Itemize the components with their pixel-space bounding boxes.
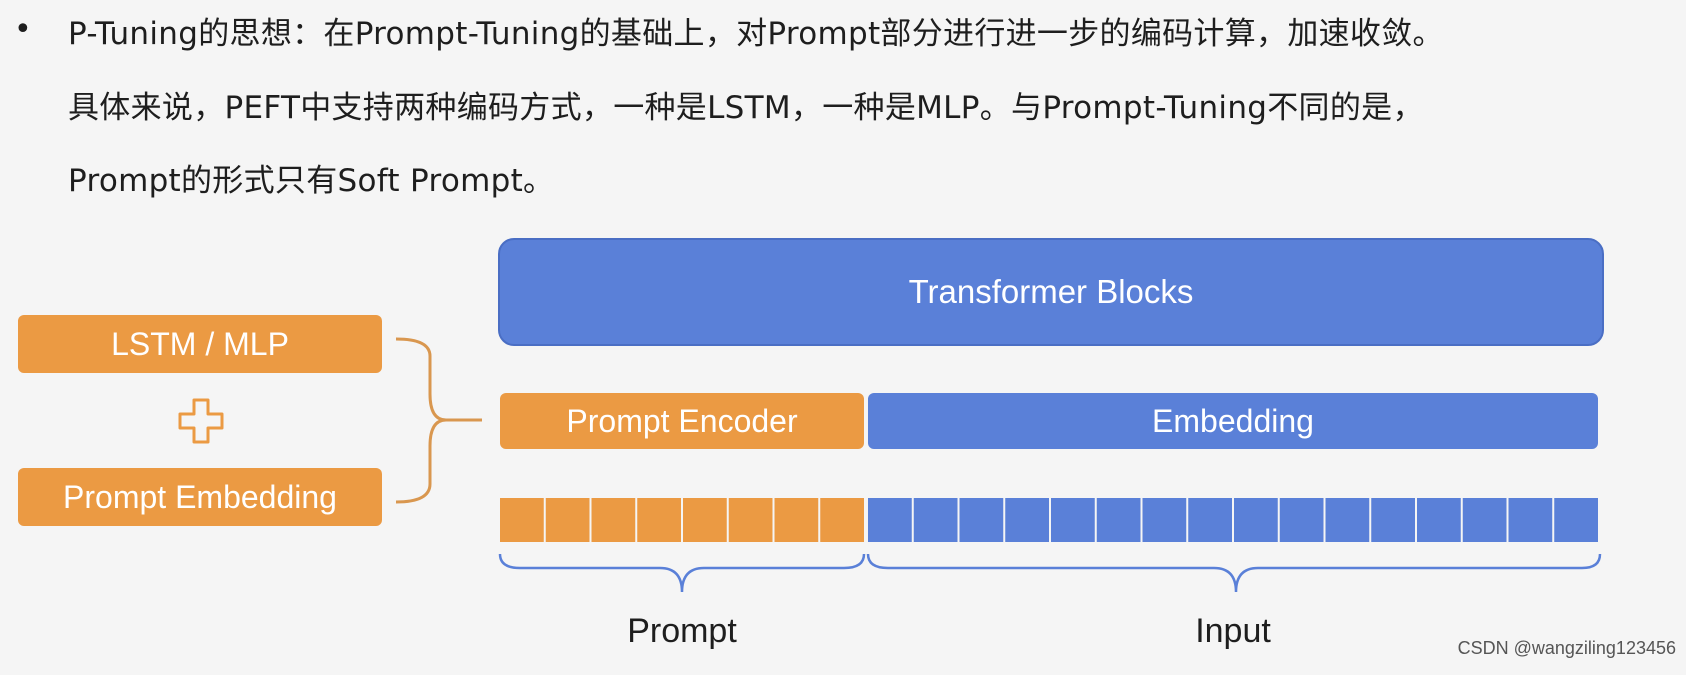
description-line-2: 具体来说，PEFT中支持两种编码方式，一种是LSTM，一种是MLP。与Promp… — [68, 90, 1424, 126]
input-token-cell — [913, 498, 958, 542]
transformer-blocks-box: Transformer Blocks — [498, 238, 1604, 346]
token-row — [500, 498, 1598, 542]
input-token-cell — [1325, 498, 1370, 542]
input-token-cell — [1051, 498, 1095, 542]
input-token-cell — [1005, 498, 1049, 542]
prompt-token-cell — [637, 498, 681, 542]
prompt-encoder-label: Prompt Encoder — [566, 402, 798, 439]
input-token-cell — [1508, 498, 1553, 542]
input-token-cell — [1554, 498, 1598, 542]
prompt-token-cell — [820, 498, 864, 542]
input-token-cell — [1142, 498, 1187, 542]
prompt-token-cell — [500, 498, 544, 542]
lstm-mlp-box: LSTM / MLP — [18, 315, 382, 373]
prompt-embedding-label: Prompt Embedding — [63, 478, 337, 515]
prompt-brace — [498, 553, 866, 593]
input-token-cell — [959, 498, 1004, 542]
prompt-token-cell — [591, 498, 636, 542]
description-line-3: Prompt的形式只有Soft Prompt。 — [68, 163, 555, 199]
watermark: CSDN @wangziling123456 — [1457, 638, 1676, 658]
prompt-token-cell — [774, 498, 819, 542]
lstm-mlp-label: LSTM / MLP — [111, 325, 289, 362]
plus-icon — [178, 398, 224, 444]
prompt-token-cell — [683, 498, 727, 542]
prompt-token-cell — [728, 498, 773, 542]
input-token-cell — [1417, 498, 1461, 542]
underbraces — [498, 553, 1602, 593]
input-token-cell — [1371, 498, 1415, 542]
prompt-embedding-box: Prompt Embedding — [18, 468, 382, 526]
embedding-label: Embedding — [1152, 402, 1314, 439]
prompt-encoder-box: Prompt Encoder — [500, 393, 864, 449]
description-line-1: P-Tuning的思想：在Prompt-Tuning的基础上，对Prompt部分… — [68, 16, 1444, 52]
bracket-connector — [395, 337, 482, 504]
input-token-cell — [1234, 498, 1278, 542]
bullet-marker: • — [14, 12, 32, 47]
input-token-cell — [1279, 498, 1324, 542]
input-brace — [866, 553, 1602, 593]
input-token-cell — [1096, 498, 1141, 542]
input-token-cell — [868, 498, 912, 542]
prompt-token-cell — [545, 498, 590, 542]
transformer-blocks-label: Transformer Blocks — [908, 273, 1194, 310]
input-section-label: Input — [1195, 612, 1271, 650]
embedding-box: Embedding — [868, 393, 1598, 449]
input-token-cell — [1188, 498, 1232, 542]
input-token-cell — [1462, 498, 1507, 542]
prompt-section-label: Prompt — [627, 612, 737, 650]
